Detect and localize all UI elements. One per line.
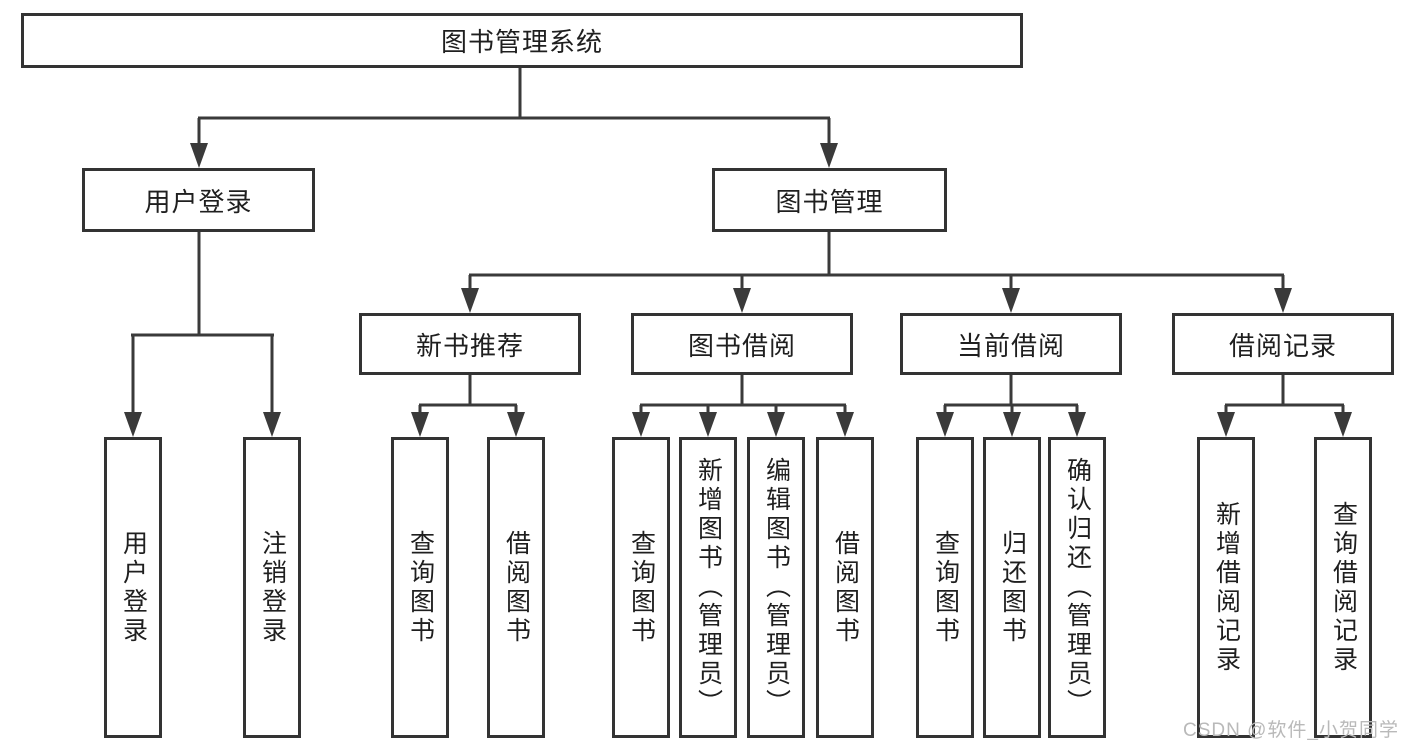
csdn-watermark: CSDN @软件_小贺同学 — [1183, 720, 1399, 741]
node-book-borrow: 图书借阅 — [631, 313, 853, 375]
leaf-add-book-admin: 新增图书（管理员） — [679, 437, 737, 738]
node-book-management: 图书管理 — [712, 168, 947, 232]
leaf-return-book: 归还图书 — [983, 437, 1041, 738]
node-root-label: 图书管理系统 — [440, 27, 603, 57]
leaf-recommend-query-book-label: 查询图书 — [406, 529, 435, 646]
leaf-query-borrow-record: 查询借阅记录 — [1314, 437, 1372, 738]
leaf-current-query-book: 查询图书 — [916, 437, 974, 738]
leaf-logout: 注销登录 — [243, 437, 301, 738]
leaf-user-login-label: 用户登录 — [119, 529, 148, 646]
connector-arrowheads — [124, 143, 1352, 437]
leaf-recommend-borrow-book-label: 借阅图书 — [502, 529, 531, 646]
leaf-add-borrow-record: 新增借阅记录 — [1197, 437, 1255, 738]
leaf-edit-book-admin: 编辑图书（管理员） — [747, 437, 805, 738]
node-book-management-label: 图书管理 — [775, 186, 884, 217]
node-borrow-records: 借阅记录 — [1172, 313, 1394, 375]
leaf-return-book-label: 归还图书 — [998, 529, 1027, 646]
leaf-recommend-query-book: 查询图书 — [391, 437, 449, 738]
leaf-borrow-query-book: 查询图书 — [612, 437, 670, 738]
leaf-recommend-borrow-book: 借阅图书 — [487, 437, 545, 738]
node-new-book-recommend: 新书推荐 — [359, 313, 581, 375]
leaf-confirm-return-admin: 确认归还（管理员） — [1048, 437, 1106, 738]
leaf-user-login: 用户登录 — [104, 437, 162, 738]
leaf-borrow-book-label: 借阅图书 — [831, 529, 860, 646]
leaf-query-borrow-record-label: 查询借阅记录 — [1329, 500, 1358, 675]
leaf-borrow-query-book-label: 查询图书 — [627, 529, 656, 646]
leaf-borrow-book: 借阅图书 — [816, 437, 874, 738]
leaf-edit-book-admin-label: 编辑图书（管理员） — [762, 457, 791, 718]
node-root-system: 图书管理系统 — [21, 13, 1023, 68]
node-user-login: 用户登录 — [82, 168, 315, 232]
node-new-book-recommend-label: 新书推荐 — [415, 330, 524, 361]
node-borrow-records-label: 借阅记录 — [1228, 330, 1337, 361]
node-book-borrow-label: 图书借阅 — [687, 330, 796, 361]
leaf-confirm-return-admin-label: 确认归还（管理员） — [1063, 457, 1092, 718]
leaf-add-book-admin-label: 新增图书（管理员） — [694, 457, 723, 718]
node-current-borrow-label: 当前借阅 — [956, 330, 1065, 361]
leaf-logout-label: 注销登录 — [258, 529, 287, 646]
node-current-borrow: 当前借阅 — [900, 313, 1122, 375]
leaf-current-query-book-label: 查询图书 — [931, 529, 960, 646]
leaf-add-borrow-record-label: 新增借阅记录 — [1212, 500, 1241, 675]
node-user-login-label: 用户登录 — [144, 186, 253, 217]
connector-lines — [131, 68, 1345, 418]
